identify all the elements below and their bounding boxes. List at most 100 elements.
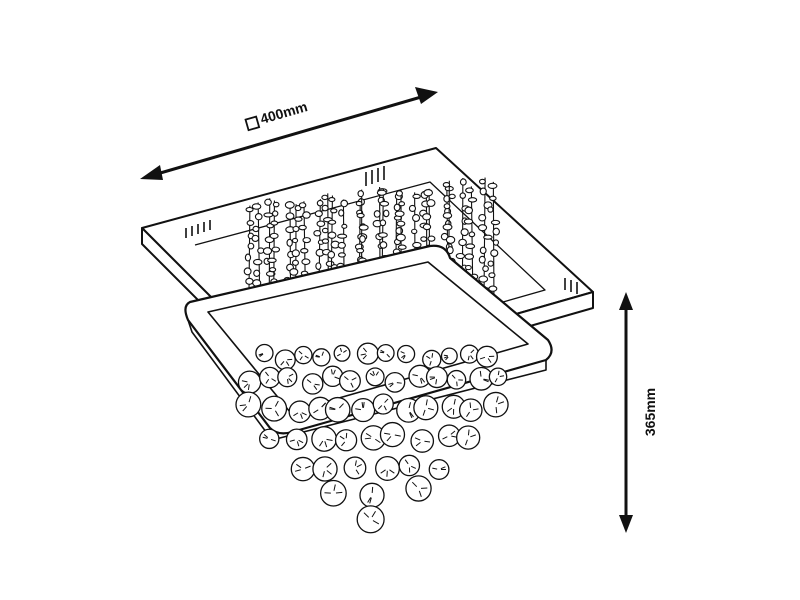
crystal-ball [259,428,280,450]
crystal-ball [312,456,338,482]
strand-bead [356,248,365,254]
strand-bead [289,268,299,276]
crystal-ball [440,347,458,365]
crystal-ball [319,479,347,507]
crystal-ball [312,348,331,367]
crystal-ball [422,349,442,370]
strand-bead [301,258,311,266]
crystal-ball [343,456,367,480]
strand-bead [427,235,436,242]
strand-bead [459,192,467,199]
strand-bead [245,206,254,213]
strand-bead [357,190,364,198]
crystal-ball [285,428,308,451]
strand-bead [397,244,407,250]
strand-bead [423,189,434,197]
strand-bead [487,260,494,267]
crystal-ball [261,395,288,422]
strand-bead [458,238,467,247]
crystal-ball [482,391,509,418]
strand-bead [247,242,255,250]
strand-bead [464,264,472,271]
strand-bead [245,277,254,285]
strand-bead [356,212,365,219]
strand-bead [478,213,487,222]
strand-bead [243,267,252,276]
crystal-ball [255,343,274,363]
strand-bead [490,249,499,257]
strand-bead [464,206,474,215]
strand-bead [359,235,366,243]
strand-bead [253,258,263,266]
crystal-ball [372,393,394,415]
strand-bead [284,201,295,209]
crystal-ball [333,344,351,362]
strand-bead [321,204,329,212]
strand-bead [467,197,478,203]
strand-bead [286,238,293,247]
crystal-ball [375,456,400,481]
height-arrowhead-bottom [619,515,633,533]
strand-bead [251,234,260,242]
strand-bead [487,182,498,189]
crystal-ball [288,400,312,424]
strand-bead [411,228,418,235]
crystal-ball [410,429,435,453]
strand-bead [302,211,311,219]
crystal-ball [376,344,395,362]
strand-bead [482,265,489,273]
width-dimension-line [149,93,429,178]
strand-bead [395,190,403,197]
crystal-ball [277,367,298,388]
strand-bead [328,196,336,203]
strand-bead [488,285,498,292]
strand-bead [337,241,346,249]
strand-bead [271,210,279,217]
crystal-ball [405,475,432,502]
strand-bead [294,216,303,222]
strand-bead [492,227,500,236]
strand-bead [396,220,406,227]
crystal-ball [408,364,432,388]
strand-bead [246,220,255,226]
strand-bead [442,182,451,188]
strand-bead [422,213,432,221]
strand-bead [316,199,324,207]
strand-bead [488,272,496,279]
crystal-ball [274,349,296,371]
strand-bead [487,206,494,213]
crystal-ball [413,395,439,421]
crystal-ball [301,373,324,395]
strand-bead [340,199,349,208]
crystal-ball [455,425,481,450]
strand-bead [420,236,428,242]
strand-bead [272,201,280,208]
strand-bead [373,210,381,218]
strand-bead [408,204,417,213]
crystal-ball [428,459,450,480]
strand-bead [463,218,474,225]
vent-slots-right [564,278,578,294]
strand-bead [251,203,262,210]
strand-bead [412,193,421,199]
strand-bead [292,225,300,233]
strand-bead [382,209,390,218]
square-symbol-icon [244,115,261,132]
strand-bead [315,262,322,270]
strand-bead [263,212,274,218]
strand-bead [313,229,322,237]
crystal-ball [488,367,508,387]
crystal-ball [321,365,344,388]
height-label: 365mm [642,388,658,436]
strand-bead [337,233,348,239]
strand-bead [264,198,272,206]
strand-bead [254,212,263,221]
strand-bead [355,200,363,207]
crystal-ball [294,345,313,365]
strand-bead [393,203,401,212]
strand-bead [327,231,337,239]
crystal-ball [351,397,376,423]
strand-bead [253,269,261,277]
strand-bead [468,231,476,238]
